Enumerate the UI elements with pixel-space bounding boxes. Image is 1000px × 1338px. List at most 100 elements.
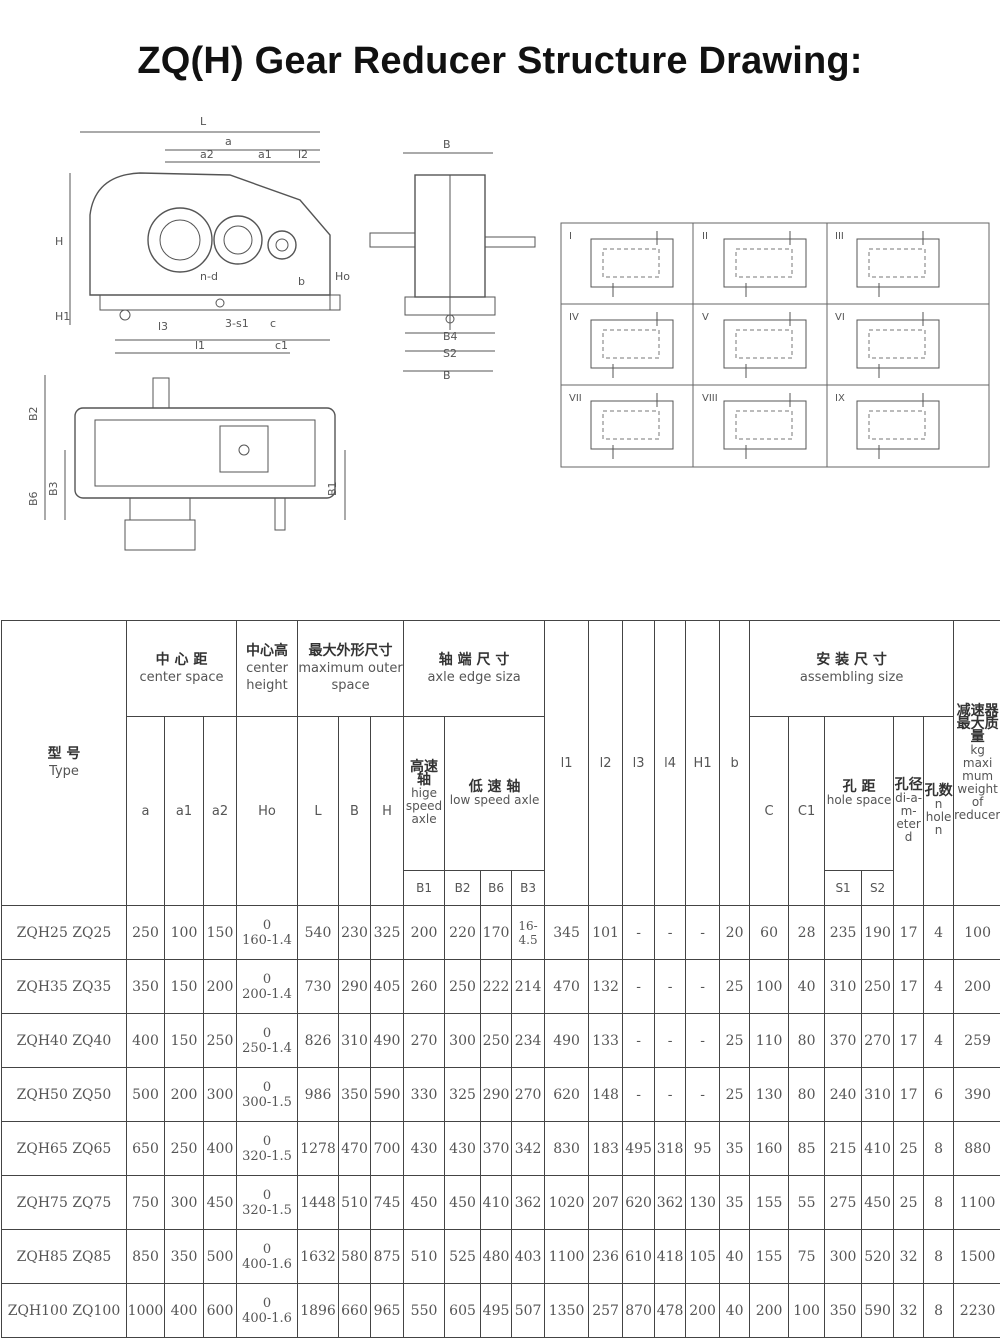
cell-a: 500 — [127, 1068, 165, 1122]
cell-d: 25 — [894, 1176, 924, 1230]
mount-position-label: V — [702, 312, 709, 323]
cell-b6: 410 — [481, 1176, 512, 1230]
S1-header: S1 — [825, 871, 862, 906]
cell-n: 8 — [924, 1284, 954, 1338]
cell-c1: 80 — [789, 1014, 825, 1068]
cell-l2: 101 — [589, 906, 623, 960]
cell-b6: 250 — [481, 1014, 512, 1068]
cell-h1: - — [686, 960, 720, 1014]
svg-text:c1: c1 — [275, 339, 288, 352]
mount-position-label: I — [569, 231, 572, 242]
cell-l4: 362 — [655, 1176, 686, 1230]
cell-c: 100 — [750, 960, 789, 1014]
cell-w: 200 — [954, 960, 1000, 1014]
cell-l: 1448 — [298, 1176, 339, 1230]
cell-b3: 214 — [512, 960, 545, 1014]
cell-l: 540 — [298, 906, 339, 960]
cell-s1: 235 — [825, 906, 862, 960]
model-type-cell: ZQH40 ZQ40 — [2, 1014, 127, 1068]
cell-l1: 1350 — [545, 1284, 589, 1338]
cell-l1: 490 — [545, 1014, 589, 1068]
mount-position-label: VII — [569, 393, 582, 404]
cell-h: 325 — [371, 906, 404, 960]
cell-l3: 620 — [623, 1176, 655, 1230]
cell-s2: 270 — [862, 1014, 894, 1068]
l2-header: l2 — [589, 621, 623, 906]
cell-l4: 418 — [655, 1230, 686, 1284]
mount-position-label: VIII — [702, 393, 718, 404]
cell-a: 1000 — [127, 1284, 165, 1338]
cell-b6: 170 — [481, 906, 512, 960]
cell-b6: 480 — [481, 1230, 512, 1284]
cell-c: 130 — [750, 1068, 789, 1122]
cell-d: 32 — [894, 1284, 924, 1338]
model-type-cell: ZQH85 ZQ85 — [2, 1230, 127, 1284]
mount-position-label: II — [702, 231, 708, 242]
page-title: ZQ(H) Gear Reducer Structure Drawing: — [0, 40, 1000, 83]
cell-a1: 400 — [165, 1284, 204, 1338]
cell-h1: 200 — [686, 1284, 720, 1338]
svg-text:a1: a1 — [258, 148, 272, 161]
l3-header: l3 — [623, 621, 655, 906]
cell-c: 160 — [750, 1122, 789, 1176]
cell-b1: 450 — [404, 1176, 445, 1230]
b-header: b — [720, 621, 750, 906]
cell-a1: 300 — [165, 1176, 204, 1230]
cell-l4: - — [655, 960, 686, 1014]
cell-l1: 1020 — [545, 1176, 589, 1230]
cell-a: 750 — [127, 1176, 165, 1230]
cell-b3: 234 — [512, 1014, 545, 1068]
svg-text:l1: l1 — [195, 339, 205, 352]
cell-l2: 133 — [589, 1014, 623, 1068]
cell-l3: - — [623, 960, 655, 1014]
cell-l3: - — [623, 1068, 655, 1122]
cell-b2: 450 — [445, 1176, 481, 1230]
cell-d: 17 — [894, 1014, 924, 1068]
cell-w: 259 — [954, 1014, 1000, 1068]
cell-a2: 500 — [204, 1230, 237, 1284]
cell-n: 8 — [924, 1122, 954, 1176]
svg-text:B2: B2 — [27, 406, 40, 421]
svg-text:L: L — [200, 115, 207, 128]
cell-a1: 350 — [165, 1230, 204, 1284]
cell-b1: 330 — [404, 1068, 445, 1122]
cell-l4: 318 — [655, 1122, 686, 1176]
cell-b2: 220 — [445, 906, 481, 960]
cell-l2: 148 — [589, 1068, 623, 1122]
model-type-cell: ZQH35 ZQ35 — [2, 960, 127, 1014]
cell-s1: 300 — [825, 1230, 862, 1284]
cell-h: 590 — [371, 1068, 404, 1122]
svg-text:S2: S2 — [443, 347, 457, 360]
cell-d: 17 — [894, 960, 924, 1014]
cell-n: 8 — [924, 1230, 954, 1284]
cell-l2: 207 — [589, 1176, 623, 1230]
model-type-cell: ZQH25 ZQ25 — [2, 906, 127, 960]
cell-b2: 430 — [445, 1122, 481, 1176]
cell-c: 110 — [750, 1014, 789, 1068]
cell-c1: 28 — [789, 906, 825, 960]
cell-c1: 100 — [789, 1284, 825, 1338]
B2-header: B2 — [445, 871, 481, 906]
svg-text:H: H — [55, 235, 63, 248]
cell-b: 290 — [339, 960, 371, 1014]
cell-s2: 450 — [862, 1176, 894, 1230]
mount-position-label: VI — [835, 312, 845, 323]
cell-h1: 95 — [686, 1122, 720, 1176]
cell-w: 880 — [954, 1122, 1000, 1176]
cell-c1: 80 — [789, 1068, 825, 1122]
cell-s2: 590 — [862, 1284, 894, 1338]
cell-c1: 55 — [789, 1176, 825, 1230]
mount-position-label: IX — [835, 393, 845, 404]
cell-h1: 130 — [686, 1176, 720, 1230]
cell-l2: 257 — [589, 1284, 623, 1338]
cell-w: 1100 — [954, 1176, 1000, 1230]
